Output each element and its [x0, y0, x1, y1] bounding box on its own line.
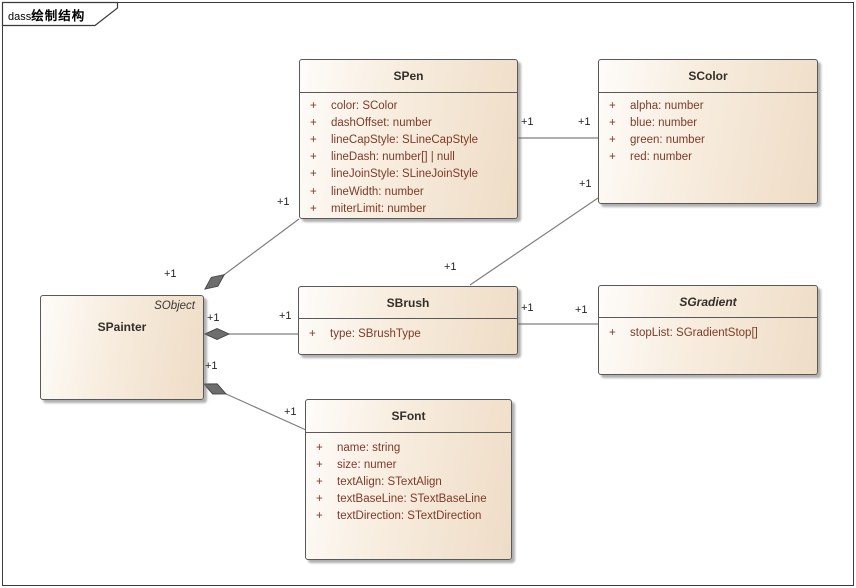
attribute-visibility: + — [316, 475, 323, 488]
diagram-title-text: 绘制结构 — [31, 9, 86, 23]
attribute-visibility: + — [310, 202, 317, 215]
class-spainter[interactable]: SObject SPainter — [40, 295, 204, 400]
attribute-row[interactable]: + textDirection: STextDirection — [306, 508, 511, 525]
attribute-row[interactable]: + lineJoinStyle: SLineJoinStyle — [300, 166, 517, 183]
attribute-text: size: numer — [337, 458, 397, 471]
attribute-visibility: + — [310, 151, 317, 164]
attribute-list: + stopList: SGradientStop[] — [599, 318, 817, 341]
class-spen[interactable]: SPen + color: SColor + dashOffset: number + l… — [299, 59, 518, 219]
attribute-row[interactable]: + lineWidth: number — [300, 183, 517, 200]
multiplicity-label-painter-font-from[interactable]: +1 — [205, 360, 218, 372]
attribute-row[interactable]: + lineCapStyle: SLineCapStyle — [300, 131, 517, 148]
frame-title-tab — [1, 1, 119, 27]
attribute-row[interactable]: + textBaseLine: STextBaseLine — [306, 491, 511, 508]
attribute-visibility: + — [310, 116, 317, 129]
attribute-text: miterLimit: number — [331, 202, 427, 215]
class-sfont[interactable]: SFont + name: string + size: numer + textAlig… — [305, 399, 512, 560]
attribute-text: textDirection: STextDirection — [337, 510, 482, 523]
multiplicity-label-painter-pen-from[interactable]: +1 — [164, 268, 177, 280]
class-sbrush[interactable]: SBrush + type: SBrushType — [298, 286, 518, 355]
class-name: SPen — [300, 60, 517, 93]
multiplicity-label-brush-gradient-to[interactable]: +1 — [575, 304, 588, 316]
attribute-visibility: + — [309, 327, 316, 340]
attribute-row[interactable]: + type: SBrushType — [299, 325, 517, 342]
attribute-row[interactable]: + miterLimit: number — [300, 200, 517, 217]
attribute-text: type: SBrushType — [330, 327, 421, 340]
multiplicity-label-painter-font-to[interactable]: +1 — [284, 406, 297, 418]
attribute-visibility: + — [609, 116, 616, 129]
association-line-brush-color[interactable] — [469, 197, 599, 286]
attribute-visibility: + — [316, 441, 323, 454]
attribute-text: dashOffset: number — [331, 116, 432, 129]
class-name: SBrush — [299, 287, 517, 319]
attribute-visibility: + — [609, 99, 616, 112]
attribute-list: + name: string + size: numer + textAlign: STe… — [306, 433, 511, 525]
composition-diamond-icon[interactable] — [203, 327, 231, 341]
attribute-visibility: + — [316, 510, 323, 523]
attribute-visibility: + — [609, 133, 616, 146]
attribute-row[interactable]: + red: number — [599, 149, 817, 166]
class-name: SFont — [306, 400, 511, 433]
attribute-row[interactable]: + textAlign: STextAlign — [306, 473, 511, 490]
attribute-visibility: + — [310, 99, 317, 112]
attribute-row[interactable]: + blue: number — [599, 114, 817, 131]
multiplicity-label-pen-color-to[interactable]: +1 — [578, 116, 591, 128]
attribute-text: textBaseLine: STextBaseLine — [337, 493, 487, 506]
stereotype-label: SObject — [154, 300, 195, 312]
diagram-title-prefix: dass — [8, 11, 32, 23]
attribute-visibility: + — [609, 326, 616, 339]
attribute-text: color: SColor — [331, 99, 398, 112]
attribute-row[interactable]: + alpha: number — [599, 97, 817, 114]
multiplicity-label-brush-color-from[interactable]: +1 — [444, 261, 457, 273]
multiplicity-label-pen-color-from[interactable]: +1 — [521, 116, 534, 128]
attribute-text: green: number — [630, 133, 705, 146]
class-name: SPainter — [97, 320, 147, 334]
attribute-text: lineWidth: number — [331, 185, 424, 198]
attribute-list: + color: SColor + dashOffset: number + lineCa… — [300, 93, 517, 217]
class-name: SColor — [599, 60, 817, 93]
multiplicity-label-painter-pen-to[interactable]: +1 — [277, 196, 290, 208]
attribute-row[interactable]: + stopList: SGradientStop[] — [599, 324, 817, 341]
attribute-text: name: string — [337, 441, 401, 454]
attribute-row[interactable]: + dashOffset: number — [300, 114, 517, 131]
multiplicity-label-painter-brush-from[interactable]: +1 — [207, 312, 220, 324]
composition-diamond-icon[interactable] — [202, 379, 228, 399]
multiplicity-label-painter-brush-to[interactable]: +1 — [279, 310, 292, 322]
attribute-text: blue: number — [630, 116, 698, 129]
attribute-visibility: + — [310, 185, 317, 198]
attribute-visibility: + — [310, 133, 317, 146]
attribute-row[interactable]: + lineDash: number[] | null — [300, 149, 517, 166]
attribute-visibility: + — [310, 168, 317, 181]
multiplicity-label-brush-color-to[interactable]: +1 — [579, 178, 592, 190]
class-scolor[interactable]: SColor + alpha: number + blue: number + green… — [598, 59, 818, 204]
multiplicity-label-brush-gradient-from[interactable]: +1 — [521, 302, 534, 314]
attribute-text: textAlign: STextAlign — [337, 475, 442, 488]
diagram-title: dass绘制结构 — [8, 5, 85, 25]
attribute-text: alpha: number — [630, 99, 704, 112]
attribute-text: stopList: SGradientStop[] — [630, 326, 758, 339]
attribute-list: + alpha: number + blue: number + green: numbe… — [599, 93, 817, 166]
attribute-row[interactable]: + name: string — [306, 439, 511, 456]
attribute-row[interactable]: + green: number — [599, 131, 817, 148]
attribute-text: lineJoinStyle: SLineJoinStyle — [331, 168, 479, 181]
attribute-text: lineCapStyle: SLineCapStyle — [331, 133, 479, 146]
attribute-text: red: number — [630, 151, 693, 164]
attribute-row[interactable]: + size: numer — [306, 456, 511, 473]
class-sgradient[interactable]: SGradient + stopList: SGradientStop[] — [598, 285, 818, 375]
attribute-row[interactable]: + color: SColor — [300, 97, 517, 114]
attribute-visibility: + — [609, 151, 616, 164]
composition-diamond-icon[interactable] — [202, 270, 228, 293]
attribute-list: + type: SBrushType — [299, 319, 517, 342]
attribute-text: lineDash: number[] | null — [331, 151, 455, 164]
class-name: SGradient — [599, 286, 817, 318]
attribute-visibility: + — [316, 493, 323, 506]
attribute-visibility: + — [316, 458, 323, 471]
